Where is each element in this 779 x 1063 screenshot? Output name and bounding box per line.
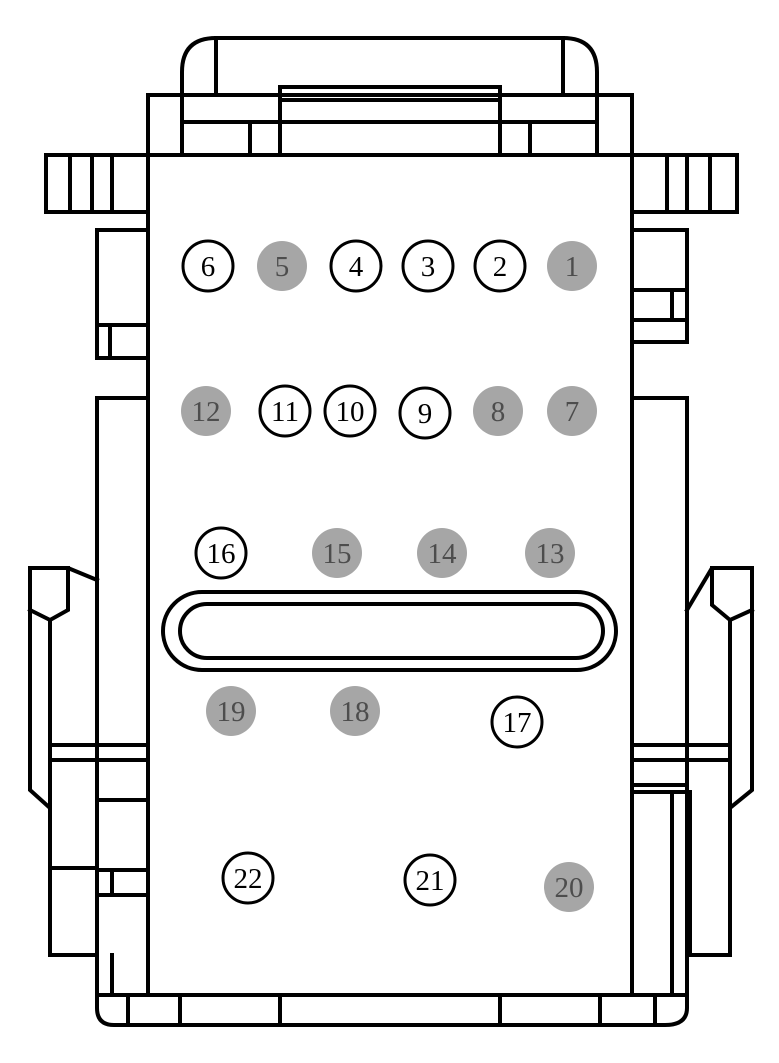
pin-circle xyxy=(329,239,383,293)
pin-number-label: 13 xyxy=(536,538,565,570)
pin-number-label: 6 xyxy=(201,251,216,283)
pin-number-label: 5 xyxy=(275,251,290,283)
pin-number-label: 11 xyxy=(271,396,299,428)
pin-number-label: 7 xyxy=(565,396,580,428)
pin-cavity-13: 13 xyxy=(525,528,575,578)
pin-circle xyxy=(547,241,597,291)
pin-cavity-3: 3 xyxy=(401,239,455,293)
pin-cavity-2: 2 xyxy=(473,239,527,293)
pin-circle xyxy=(403,853,457,907)
pin-circle xyxy=(258,384,312,438)
pin-cavity-17: 17 xyxy=(490,695,544,749)
pin-circle xyxy=(401,239,455,293)
connector-housing xyxy=(27,36,755,1027)
pin-circle xyxy=(206,686,256,736)
pin-cavity-10: 10 xyxy=(323,384,377,438)
pin-cavity-12: 12 xyxy=(181,386,231,436)
pin-cavity-14: 14 xyxy=(417,528,467,578)
pin-number-label: 12 xyxy=(192,396,221,428)
pin-circle xyxy=(257,241,307,291)
pin-number-label: 4 xyxy=(349,251,364,283)
pin-cavity-11: 11 xyxy=(258,384,312,438)
pin-circle xyxy=(473,386,523,436)
pin-circle xyxy=(398,386,452,440)
pin-number-label: 16 xyxy=(207,538,236,570)
pin-cavity-18: 18 xyxy=(330,686,380,736)
pin-cavity-1: 1 xyxy=(547,241,597,291)
pin-circle xyxy=(312,528,362,578)
pin-circle xyxy=(525,528,575,578)
pin-cavity-22: 22 xyxy=(221,851,275,905)
pin-number-label: 8 xyxy=(491,396,506,428)
pin-circle xyxy=(181,386,231,436)
pin-number-label: 21 xyxy=(416,865,445,897)
pin-circle xyxy=(547,386,597,436)
pin-cavity-4: 4 xyxy=(329,239,383,293)
pin-cavity-5: 5 xyxy=(257,241,307,291)
pin-cavity-21: 21 xyxy=(403,853,457,907)
pin-cavity-20: 20 xyxy=(544,862,594,912)
pin-number-label: 3 xyxy=(421,251,436,283)
pin-number-label: 2 xyxy=(493,251,508,283)
pin-circle xyxy=(181,239,235,293)
pin-circle xyxy=(473,239,527,293)
pin-circle xyxy=(194,526,248,580)
pin-number-label: 15 xyxy=(323,538,352,570)
pin-circle xyxy=(490,695,544,749)
pin-number-label: 19 xyxy=(217,696,246,728)
pin-number-label: 17 xyxy=(503,707,532,739)
pin-cavity-9: 9 xyxy=(398,386,452,440)
pin-number-label: 20 xyxy=(555,872,584,904)
pin-number-label: 18 xyxy=(341,696,370,728)
pin-cavity-7: 7 xyxy=(547,386,597,436)
pin-circle xyxy=(221,851,275,905)
pin-cavity-6: 6 xyxy=(181,239,235,293)
pin-cavity-15: 15 xyxy=(312,528,362,578)
pin-circle xyxy=(323,384,377,438)
pin-number-label: 10 xyxy=(336,396,365,428)
pin-number-label: 1 xyxy=(565,251,580,283)
pin-cavity-16: 16 xyxy=(194,526,248,580)
pin-circle xyxy=(330,686,380,736)
pin-circle xyxy=(544,862,594,912)
pin-circle xyxy=(417,528,467,578)
pin-number-label: 9 xyxy=(418,398,433,430)
pin-number-label: 22 xyxy=(234,863,263,895)
pin-number-label: 14 xyxy=(428,538,458,570)
pin-cavity-19: 19 xyxy=(206,686,256,736)
pin-cavity-8: 8 xyxy=(473,386,523,436)
